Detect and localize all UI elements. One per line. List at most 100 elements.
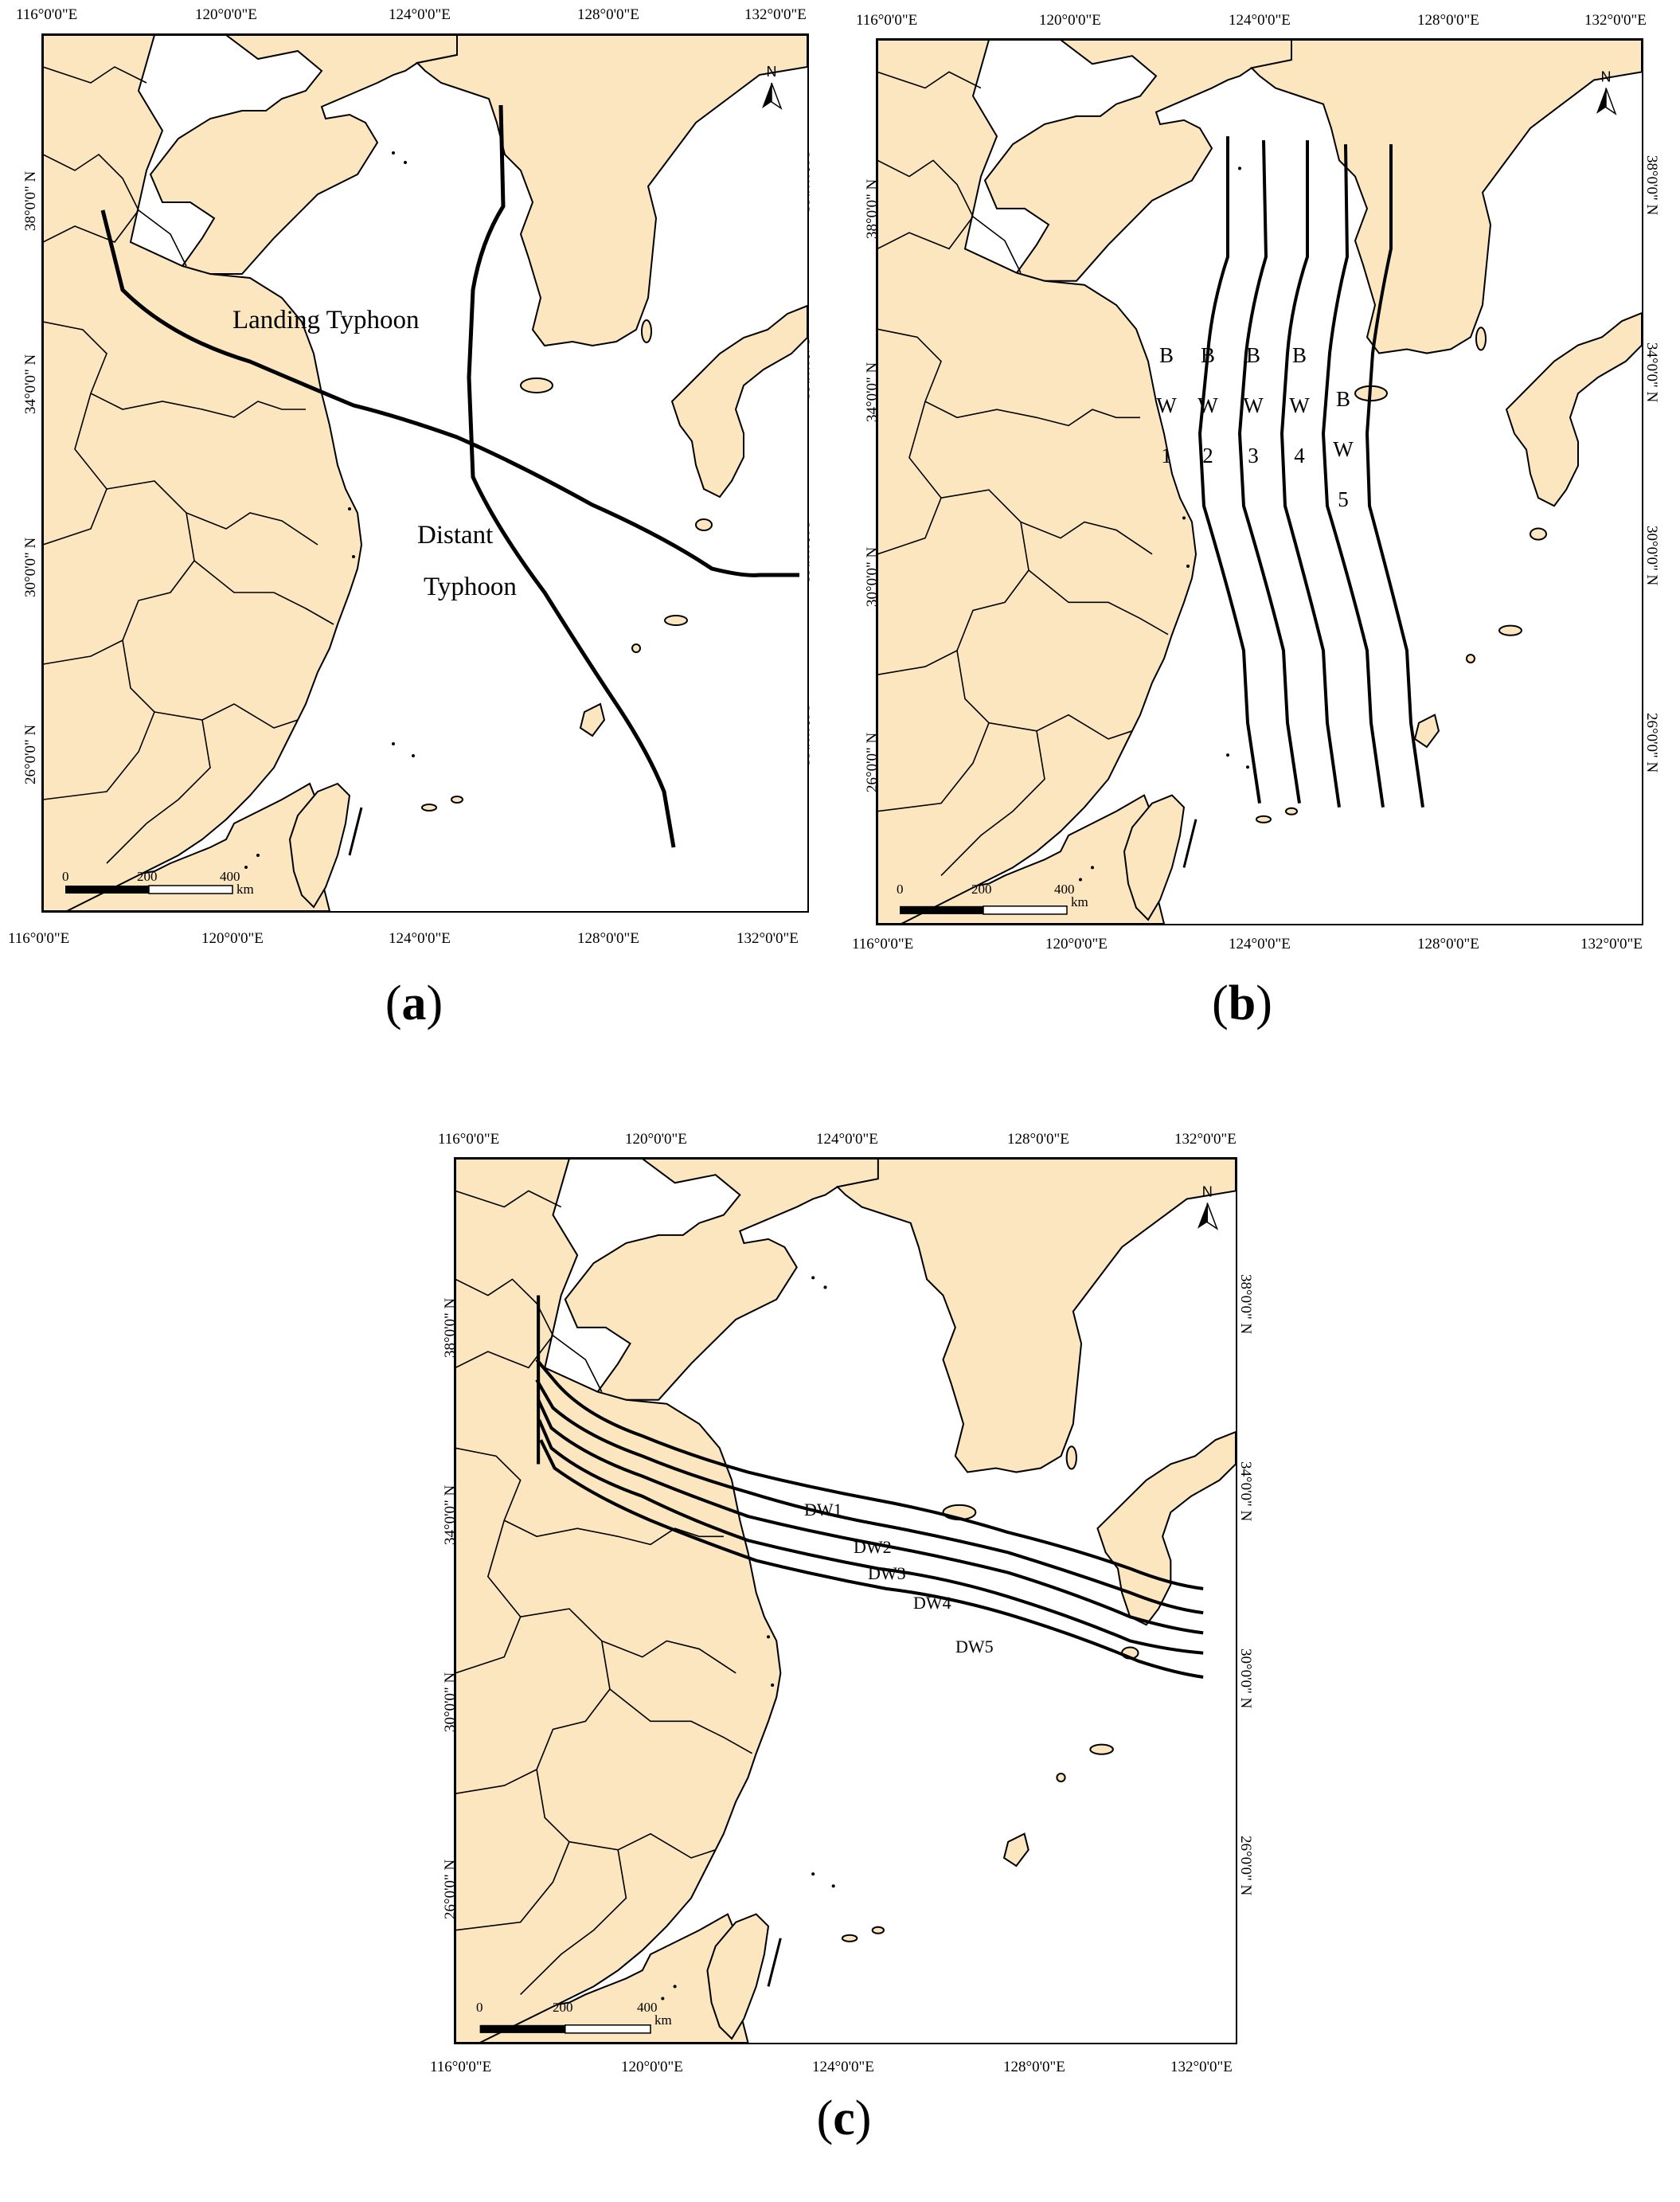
lon-tick-124: 124°0'0"E	[812, 2059, 874, 2075]
lon-tick-132: 132°0'0"E	[1584, 12, 1647, 29]
dw5-track	[539, 1439, 1204, 1679]
lon-tick-128: 128°0'0"E	[1417, 936, 1479, 952]
lon-tick-124: 124°0'0"E	[816, 1131, 878, 1148]
distant-typhoon-label-2: Typhoon	[424, 573, 517, 601]
dw4-track	[537, 1419, 1204, 1655]
lon-tick-120: 120°0'0"E	[1045, 936, 1108, 952]
lon-tick-132: 132°0'0"E	[1580, 936, 1643, 952]
lon-tick-124: 124°0'0"E	[389, 930, 451, 947]
lon-tick-116: 116°0'0"E	[856, 12, 918, 29]
bw-tracks	[1197, 136, 1424, 808]
scale-unit: km	[1071, 894, 1088, 909]
map-canvas-b: N	[877, 40, 1642, 924]
north-arrow	[1197, 1202, 1218, 1230]
lon-tick-120: 120°0'0"E	[625, 1131, 687, 1148]
base-map	[455, 1159, 1236, 2043]
lon-tick-116: 116°0'0"E	[430, 2059, 492, 2075]
lon-tick-132: 132°0'0"E	[736, 930, 799, 947]
lon-tick-116: 116°0'0"E	[8, 930, 70, 947]
lon-tick-124: 124°0'0"E	[1229, 12, 1291, 29]
lat-tick-26: 26°0'0" N	[1237, 1836, 1254, 1896]
base-map	[877, 40, 1642, 924]
map-canvas-c: N	[455, 1159, 1236, 2043]
caption-b: (b)	[1212, 976, 1272, 1031]
north-label: N	[1600, 68, 1611, 84]
lon-tick-128: 128°0'0"E	[1007, 1131, 1069, 1148]
scale-label-0: 0	[897, 882, 904, 897]
north-arrow	[1596, 87, 1616, 115]
dw-tracks	[535, 1295, 1204, 1679]
dw3-label: DW3	[868, 1563, 906, 1583]
bw1-track	[1197, 136, 1261, 804]
lon-tick-120: 120°0'0"E	[1039, 12, 1101, 29]
scale-label-0: 0	[62, 869, 69, 884]
lon-tick-132: 132°0'0"E	[744, 6, 807, 23]
lon-tick-120: 120°0'0"E	[201, 930, 264, 947]
lat-tick-34: 34°0'0" N	[1237, 1461, 1254, 1522]
dw2-track	[535, 1379, 1204, 1615]
scale-unit: km	[654, 2012, 672, 2028]
lon-tick-124: 124°0'0"E	[1229, 936, 1291, 952]
lon-tick-120: 120°0'0"E	[621, 2059, 683, 2075]
scale-label-200: 200	[553, 2000, 573, 2015]
lat-tick-38: 38°0'0" N	[1643, 155, 1660, 216]
dw4-label: DW4	[913, 1593, 951, 1613]
lon-tick-132: 132°0'0"E	[1174, 1131, 1237, 1148]
dw1-label: DW1	[804, 1500, 842, 1519]
north-label: N	[1202, 1183, 1213, 1200]
lat-tick-26: 26°0'0" N	[22, 724, 39, 784]
bw2-track	[1237, 140, 1301, 804]
landing-typhoon-label: Landing Typhoon	[232, 306, 420, 334]
scale-label-400: 400	[220, 869, 240, 884]
lon-tick-116: 116°0'0"E	[852, 936, 914, 952]
bw5-track	[1365, 144, 1424, 808]
scale-bar	[900, 905, 1068, 915]
scale-unit: km	[236, 882, 254, 897]
lon-tick-132: 132°0'0"E	[1170, 2059, 1233, 2075]
lon-tick-124: 124°0'0"E	[389, 6, 451, 23]
lat-tick-38: 38°0'0" N	[22, 170, 39, 231]
north-label: N	[767, 64, 777, 80]
scale-label-0: 0	[476, 2000, 483, 2015]
distant-typhoon-track	[467, 104, 676, 848]
scale-bar	[479, 2024, 651, 2034]
map-panel-a: 116°0'0"E 120°0'0"E 124°0'0"E 128°0'0"E …	[0, 0, 828, 1067]
lon-tick-128: 128°0'0"E	[1417, 12, 1479, 29]
dw5-label: DW5	[955, 1637, 994, 1656]
bw3-track	[1280, 140, 1341, 808]
dw2-label: DW2	[854, 1537, 892, 1557]
lat-tick-38: 38°0'0" N	[1237, 1274, 1254, 1335]
dw3-track	[537, 1398, 1204, 1635]
scale-label-200: 200	[971, 882, 992, 897]
lon-tick-116: 116°0'0"E	[16, 6, 78, 23]
map-frame-a: N 0 200 400 km Landing Typhoon Distant T…	[41, 33, 809, 913]
lon-tick-116: 116°0'0"E	[438, 1131, 500, 1148]
scale-label-400: 400	[637, 2000, 658, 2015]
lat-tick-26: 26°0'0" N	[1643, 713, 1660, 773]
lat-tick-34: 34°0'0" N	[22, 354, 39, 414]
lat-tick-30: 30°0'0" N	[1237, 1649, 1254, 1709]
dw1-track	[535, 1358, 1204, 1590]
lat-tick-34: 34°0'0" N	[1643, 342, 1660, 403]
lon-tick-128: 128°0'0"E	[577, 6, 639, 23]
scale-bar	[65, 885, 233, 894]
distant-typhoon-label-1: Distant	[417, 521, 494, 550]
base-map	[43, 35, 807, 911]
lon-tick-120: 120°0'0"E	[195, 6, 257, 23]
bw4-track	[1321, 144, 1385, 808]
north-arrow	[761, 82, 782, 109]
scale-label-400: 400	[1054, 882, 1075, 897]
lon-tick-128: 128°0'0"E	[577, 930, 639, 947]
map-panel-b: 116°0'0"E 120°0'0"E 124°0'0"E 128°0'0"E …	[840, 0, 1680, 1067]
lat-tick-30: 30°0'0" N	[1643, 526, 1660, 586]
map-canvas-a: N	[43, 35, 807, 911]
landing-typhoon-track	[100, 209, 799, 577]
map-panel-c: 116°0'0"E 120°0'0"E 124°0'0"E 128°0'0"E …	[422, 1127, 1278, 2202]
lat-tick-30: 30°0'0" N	[22, 537, 39, 597]
